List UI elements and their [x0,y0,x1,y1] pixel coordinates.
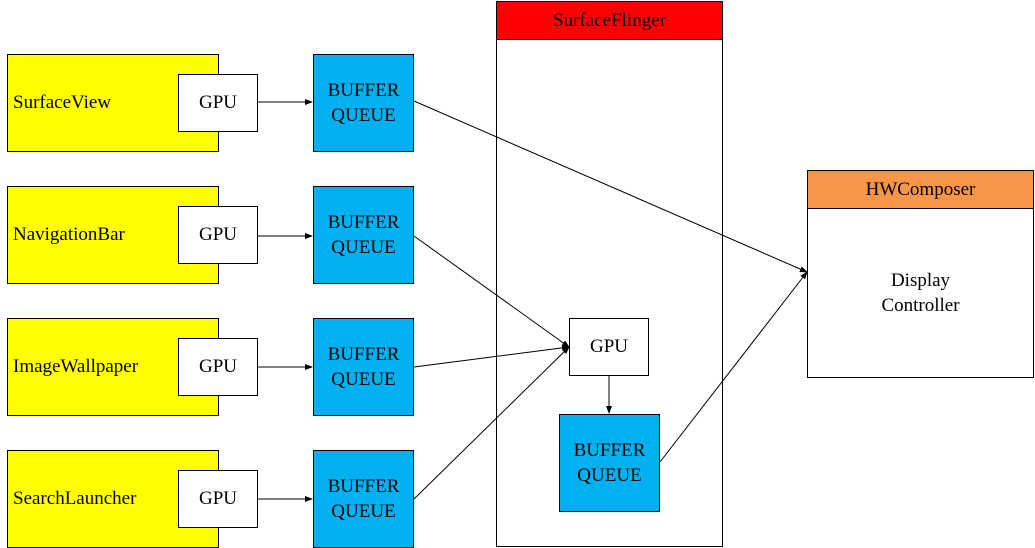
buffer-queue: BUFFER QUEUE [313,450,414,548]
display-controller-label: Display Controller [808,268,1033,318]
buffer-queue-line-1: BUFFER [327,80,400,101]
buffer-queue: BUFFER QUEUE [313,54,414,152]
arrow-wallpaper-to-sf-gpu [413,344,570,368]
hwcomposer-title: HWComposer [808,171,1033,209]
buffer-queue: BUFFER QUEUE [313,186,414,284]
app-gpu: GPU [178,470,258,528]
buffer-queue-line-2: QUEUE [577,465,642,486]
arrow-navbar-to-sf-gpu [413,235,570,348]
buffer-queue: BUFFER QUEUE [313,318,414,416]
buffer-queue-line-1: BUFFER [327,212,400,233]
buffer-queue-line-1: BUFFER [327,344,400,365]
arrow-launcher-to-sf-gpu [413,346,570,500]
surfaceflinger-title: SurfaceFlinger [497,2,722,40]
hwcomposer-panel: HWComposer Display Controller [807,170,1034,378]
buffer-queue-line-2: QUEUE [331,237,396,258]
buffer-queue-line-2: QUEUE [331,369,396,390]
app-gpu: GPU [178,338,258,396]
app-gpu: GPU [178,74,258,132]
display-controller-line-1: Display [890,270,951,291]
buffer-queue-line-1: BUFFER [573,440,646,461]
buffer-queue-line-1: BUFFER [327,476,400,497]
app-navigationbar: NavigationBar [7,186,219,284]
arrow-surfaceview-to-hwc [413,100,808,273]
arrow-sf-buffer-to-hwc [659,271,808,463]
app-label: SurfaceView [13,92,112,113]
surfaceflinger-buffer-queue: BUFFER QUEUE [559,414,660,512]
buffer-queue-line-2: QUEUE [331,501,396,522]
app-label: ImageWallpaper [13,356,139,377]
app-label: NavigationBar [13,224,125,245]
app-gpu: GPU [178,206,258,264]
buffer-queue-line-2: QUEUE [331,105,396,126]
display-controller-line-2: Controller [881,295,960,316]
app-label: SearchLauncher [13,488,137,509]
surfaceflinger-gpu: GPU [569,318,649,376]
